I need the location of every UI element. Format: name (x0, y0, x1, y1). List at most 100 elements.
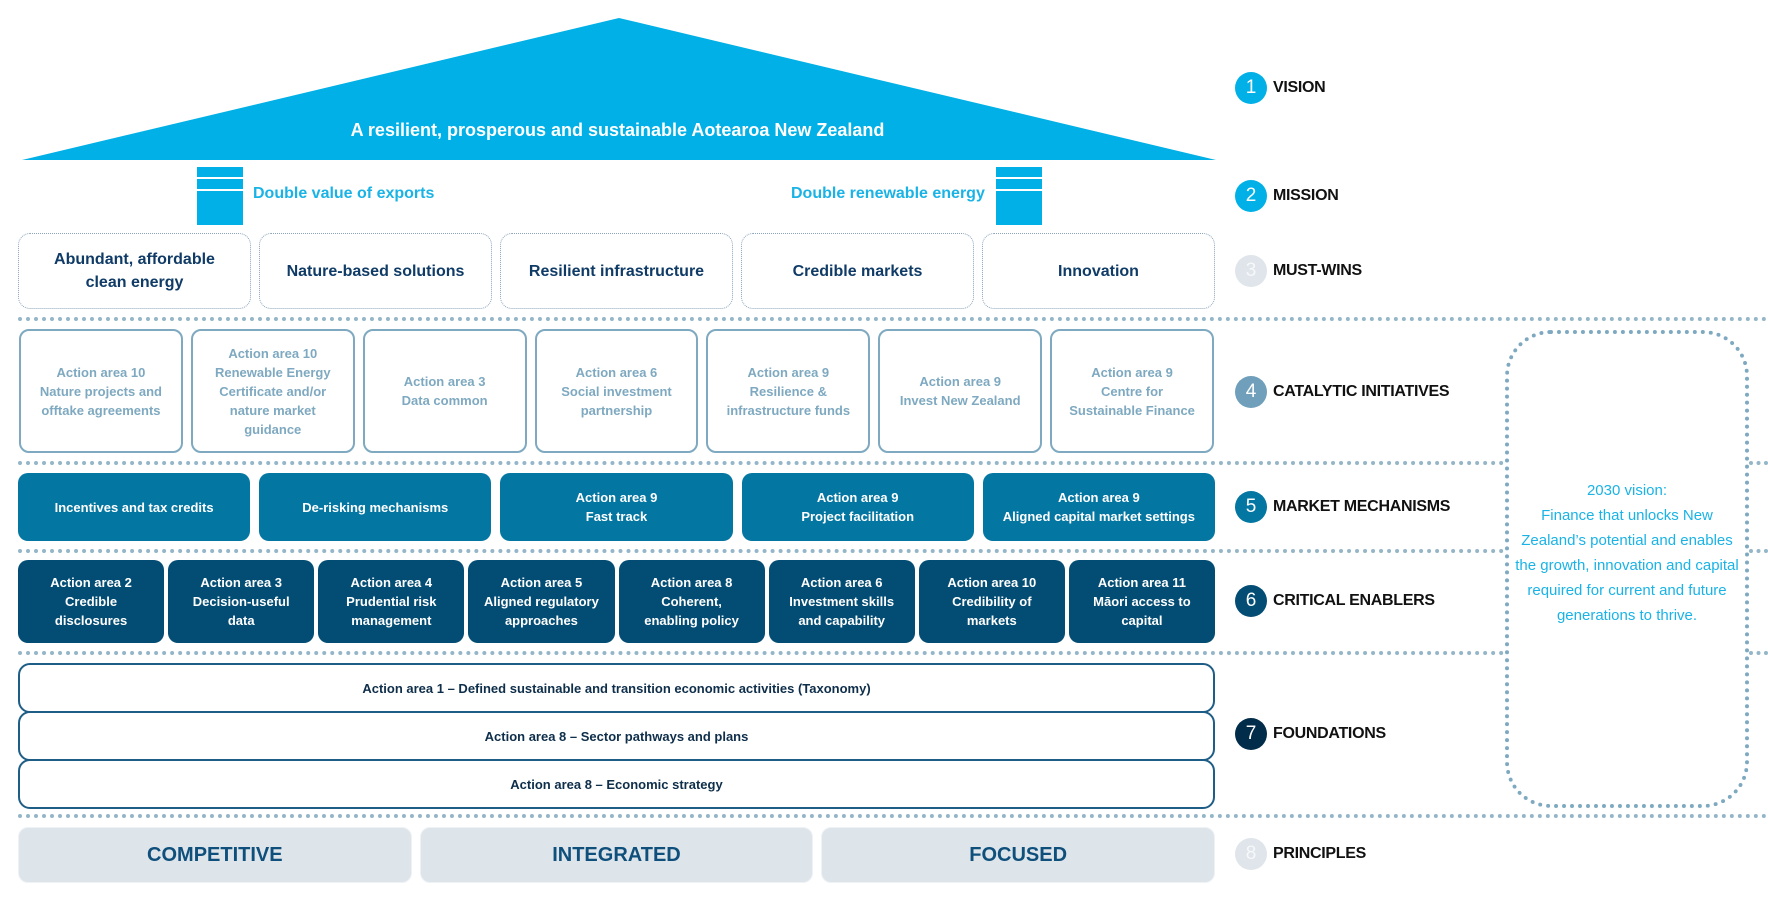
catalytic-initiative-card-label: Action area 10 Nature projects and offta… (39, 364, 162, 418)
layer-name: VISION (1273, 79, 1326, 96)
layer-name: CATALYTIC INITIATIVES (1273, 383, 1450, 400)
catalytic-initiative-card: Action area 9 Resilience & infrastructur… (706, 329, 871, 453)
principle-card: INTEGRATED (419, 827, 814, 883)
layer-number-badge: 1 (1235, 72, 1267, 104)
critical-enabler-card-label: Action area 2 Credible disclosures (50, 575, 132, 628)
market-mechanism-card: Incentives and tax credits (18, 473, 251, 541)
pillar-icon-right (996, 167, 1042, 225)
layer-label-catalytic-initiatives: 4 CATALYTIC INITIATIVES (1235, 375, 1450, 409)
separator (1749, 651, 1768, 655)
critical-enabler-card: Action area 11 Māori access to capital (1068, 560, 1215, 643)
catalytic-initiative-card: Action area 9 Invest New Zealand (878, 329, 1043, 453)
critical-enabler-card: Action area 3 Decision-useful data (168, 560, 315, 643)
must-win-card: Resilient infrastructure (500, 233, 733, 309)
must-win-card-label: Abundant, affordable clean energy (54, 251, 215, 291)
layer-name: MARKET MECHANISMS (1273, 498, 1451, 515)
layer-number-badge: 3 (1235, 255, 1267, 287)
layer-name: CRITICAL ENABLERS (1273, 592, 1435, 609)
market-mechanism-card: De-risking mechanisms (259, 473, 492, 541)
layer-label-must-wins: 3 MUST-WINS (1235, 254, 1362, 288)
principle-card-label: COMPETITIVE (147, 843, 283, 866)
catalytic-initiative-card: Action area 10 Nature projects and offta… (19, 329, 183, 453)
foundation-bar-label: Action area 1 – Defined sustainable and … (362, 680, 871, 696)
catalytic-initiative-card-label: Action area 9 Resilience & infrastructur… (726, 364, 851, 418)
separator (1749, 461, 1768, 465)
must-win-card-label: Nature-based solutions (286, 262, 465, 280)
critical-enabler-card-label: Action area 11 Māori access to capital (1093, 575, 1191, 628)
critical-enabler-card-label: Action area 6 Investment skills and capa… (789, 575, 895, 628)
principle-card-label: FOCUSED (969, 843, 1068, 866)
critical-enabler-card-label: Action area 5 Aligned regulatory approac… (484, 575, 599, 628)
layer-label-vision: 1 VISION (1235, 71, 1326, 105)
must-win-card-label: Resilient infrastructure (528, 262, 705, 280)
foundation-bar-label: Action area 8 – Sector pathways and plan… (484, 728, 749, 744)
separator (18, 317, 1768, 321)
layer-number-badge: 7 (1235, 718, 1267, 750)
principle-card: FOCUSED (821, 827, 1215, 883)
layer-label-mission: 2 MISSION (1235, 179, 1339, 213)
market-mechanism-card: Action area 9 Project facilitation (741, 473, 974, 541)
separator (18, 461, 1505, 465)
market-mechanism-card: Action area 9 Fast track (500, 473, 733, 541)
principle-card-label: INTEGRATED (552, 843, 681, 866)
catalytic-initiative-card-label: Action area 3 Data common (401, 374, 488, 408)
vision-roof (22, 18, 1216, 160)
layer-label-critical-enablers: 6 CRITICAL ENABLERS (1235, 584, 1435, 618)
layer-number-badge: 4 (1235, 376, 1267, 408)
vision-statement: A resilient, prosperous and sustainable … (350, 119, 885, 140)
foundation-bar: Action area 8 – Economic strategy (18, 759, 1215, 809)
critical-enabler-card-label: Action area 4 Prudential risk management (346, 575, 437, 628)
foundation-bar-label: Action area 8 – Economic strategy (510, 776, 723, 792)
critical-enabler-card: Action area 5 Aligned regulatory approac… (468, 560, 615, 643)
vision-2030-box (1505, 330, 1749, 808)
market-mechanism-card-label: Action area 9 Fast track (575, 490, 658, 524)
critical-enabler-card: Action area 8 Coherent, enabling policy (618, 560, 765, 643)
layer-number-badge: 8 (1235, 838, 1267, 870)
layer-number-badge: 6 (1235, 585, 1267, 617)
market-mechanism-card-label: De-risking mechanisms (302, 499, 449, 515)
critical-enabler-card: Action area 4 Prudential risk management (318, 560, 465, 643)
critical-enabler-card: Action area 10 Credibility of markets (918, 560, 1065, 643)
catalytic-initiative-card-label: Action area 10 Renewable Energy Certific… (214, 345, 331, 437)
layer-name: MUST-WINS (1273, 262, 1362, 279)
mission-left: Double value of exports (253, 185, 435, 202)
layer-number-badge: 2 (1235, 180, 1267, 212)
must-win-card-label: Innovation (1058, 262, 1139, 280)
catalytic-initiative-card: Action area 3 Data common (362, 329, 527, 453)
market-mechanism-card: Action area 9 Aligned capital market set… (982, 473, 1215, 541)
critical-enabler-card-label: Action area 8 Coherent, enabling policy (644, 575, 739, 628)
catalytic-initiative-card-label: Action area 9 Invest New Zealand (899, 374, 1021, 408)
critical-enabler-card-label: Action area 10 Credibility of markets (947, 575, 1037, 628)
foundation-bar: Action area 1 – Defined sustainable and … (18, 663, 1215, 713)
separator (18, 814, 1768, 818)
critical-enabler-card: Action area 2 Credible disclosures (18, 560, 165, 643)
must-win-card: Abundant, affordable clean energy (18, 233, 251, 309)
catalytic-initiative-card-label: Action area 6 Social investment partners… (561, 364, 672, 418)
separator (18, 651, 1505, 655)
separator (1749, 549, 1768, 553)
mission-right: Double renewable energy (791, 185, 985, 202)
layer-label-market-mechanisms: 5 MARKET MECHANISMS (1235, 490, 1450, 524)
layer-name: FOUNDATIONS (1273, 725, 1386, 742)
must-win-card-label: Credible markets (792, 262, 923, 280)
market-mechanism-card-label: Incentives and tax credits (54, 499, 214, 515)
must-win-card: Innovation (982, 233, 1215, 309)
market-mechanism-card-label: Action area 9 Project facilitation (801, 490, 915, 524)
principle-card: COMPETITIVE (18, 827, 412, 883)
market-mechanism-card-label: Action area 9 Aligned capital market set… (1002, 490, 1195, 524)
roof-shape (22, 18, 1216, 160)
layer-name: MISSION (1273, 187, 1339, 204)
pillar-icon-left (197, 167, 243, 225)
catalytic-initiative-card: Action area 9 Centre for Sustainable Fin… (1050, 329, 1214, 453)
catalytic-initiative-card: Action area 10 Renewable Energy Certific… (190, 329, 355, 453)
critical-enabler-card: Action area 6 Investment skills and capa… (768, 560, 915, 643)
layer-number-badge: 5 (1235, 491, 1267, 523)
must-win-card: Credible markets (741, 233, 974, 309)
vision-2030-text: 2030 vision: Finance that unlocks New Ze… (1515, 482, 1739, 624)
separator (18, 549, 1505, 553)
layer-label-foundations: 7 FOUNDATIONS (1235, 717, 1386, 751)
catalytic-initiative-card-label: Action area 9 Centre for Sustainable Fin… (1069, 364, 1195, 418)
catalytic-initiative-card: Action area 6 Social investment partners… (534, 329, 699, 453)
must-win-card: Nature-based solutions (259, 233, 492, 309)
